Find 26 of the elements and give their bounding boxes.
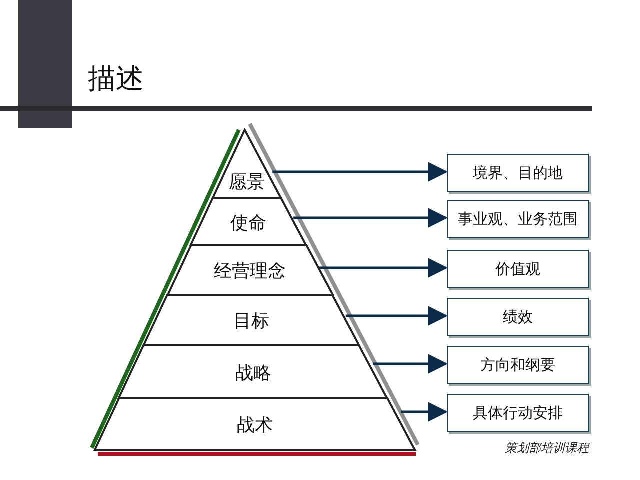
arrow (346, 306, 448, 326)
layer-label: 经营理念 (213, 260, 288, 283)
text-box: 方向和纲要 (447, 346, 589, 384)
pyramid-layer (191, 198, 306, 245)
arrow (272, 162, 448, 182)
pyramid-layer (168, 245, 333, 295)
slide-title: 描述 (88, 61, 144, 97)
pyramid-layer (119, 345, 388, 398)
layer-label: 目标 (232, 310, 271, 333)
footer-note: 策划部培训课程 (505, 440, 589, 457)
layer-label: 愿景 (228, 171, 266, 194)
pyramid-layer (144, 295, 360, 345)
text-box: 境界、目的地 (447, 154, 589, 192)
arrow (319, 258, 448, 278)
text-box: 价值观 (447, 250, 589, 288)
arrow (373, 354, 448, 374)
pyramid-layer (94, 398, 415, 450)
arrow (401, 402, 448, 422)
text-box: 具体行动安排 (447, 394, 589, 432)
layer-label: 使命 (230, 212, 268, 234)
layer-label: 战略 (234, 362, 272, 384)
layer-label: 战术 (236, 414, 274, 437)
text-box: 绩效 (447, 298, 589, 336)
pyramid-apex (213, 130, 282, 198)
arrow (294, 208, 448, 228)
text-box: 事业观、业务范围 (447, 200, 589, 238)
